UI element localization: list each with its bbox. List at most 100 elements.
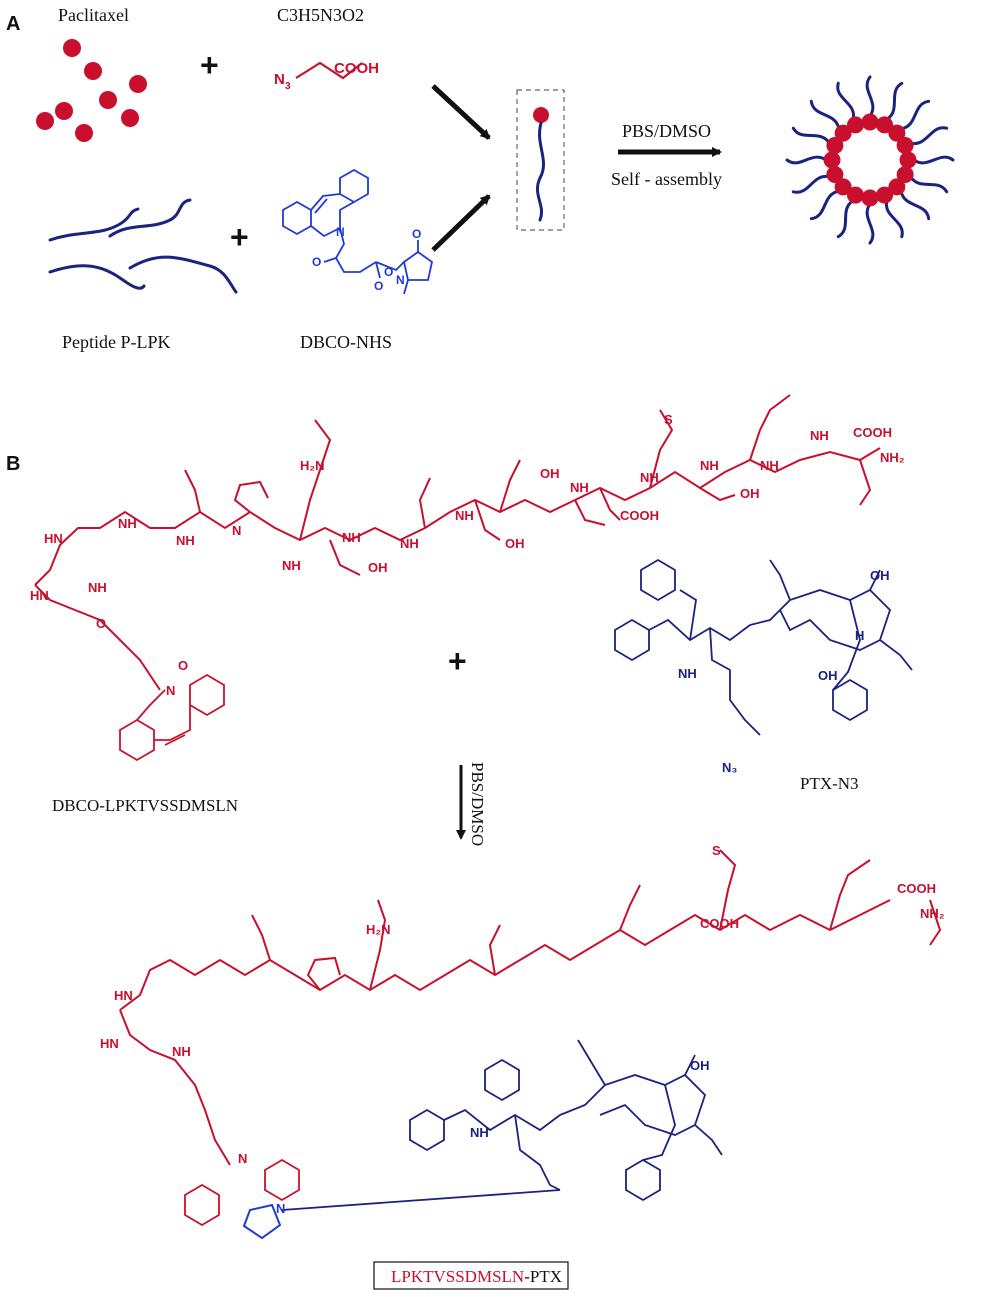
micelle-tail [912,155,955,165]
product-hn-2: HN [100,1036,119,1051]
product-s: S [712,843,721,858]
atom-oh-3: OH [540,466,560,481]
atom-nh-8: NH [570,480,589,495]
micelle-tail [885,81,904,121]
dbco-nhs-n: N [336,225,345,239]
atom-nh-2: NH [176,533,195,548]
ptx-oh-1: OH [870,568,890,583]
peptide-chains [48,198,238,294]
product-ptx [281,1039,723,1211]
micelle-head [834,178,852,196]
micelle-head [826,166,844,184]
product-hn-1: HN [114,988,133,1003]
panel-a-label: A [6,13,20,35]
micelle-head [896,166,914,184]
product-n: N [238,1151,247,1166]
panel-b: B NH NH HN [6,394,945,1290]
micelle-tail [899,99,931,131]
product-nh-1: NH [172,1044,191,1059]
product-nh2: NH₂ [920,906,945,921]
atom-o-1: O [96,616,106,631]
paclitaxel-label: Paclitaxel [58,5,129,25]
micelle-tail [865,75,875,118]
conjugate-ptx-head [533,107,549,123]
atom-oh-4: OH [740,486,760,501]
atom-nh-11: NH [760,458,779,473]
micelle-tail [809,189,841,221]
micelle-head [826,136,844,154]
micelle-tail [809,99,841,131]
ptx-nh: NH [678,666,697,681]
atom-n-dbco: N [166,683,175,698]
atom-hn-2: HN [30,588,49,603]
micelle-head [861,189,879,207]
azide-n-subscript: 3 [285,81,291,92]
micelle-tail [909,175,949,194]
plus-sign-a1: + [200,47,219,83]
atom-n-pro: N [232,523,241,538]
reactant-right-label: PTX-N3 [800,774,859,793]
dbco-nhs-o3: O [384,265,393,279]
conjugate-box [516,89,565,231]
micelle-head [899,151,917,169]
micelle-tail [785,155,828,165]
azide-n-symbol: N [274,71,285,88]
atom-nh-5: NH [342,530,361,545]
condition-b: PBS/DMSO [468,762,487,846]
atom-nh-4: NH [282,558,301,573]
ptx-n3-structure [614,558,913,736]
micelle-head [846,116,864,134]
dbco-nhs-atoms: N O O O O N [312,225,421,293]
product-triazole-n: N [276,1201,285,1216]
product-cooh-2: COOH [897,881,936,896]
product-atoms: H₂N COOH COOH NH₂ S HN HN NH N N NH OH [100,843,945,1216]
product-ptx-nh: NH [470,1125,489,1140]
dbco-peptide-structure [34,394,881,691]
micelle-head [823,151,841,169]
condition-top: PBS/DMSO [622,121,711,141]
panel-a: A Paclitaxel + C3H5N3O2 N 3 COOH [6,5,955,352]
micelle-head [846,186,864,204]
arrow-down-right [431,84,491,140]
azide-acid-cooh: COOH [334,60,379,77]
ptx-n3-atoms: N₃ OH OH NH H [678,568,890,775]
micelle-tail [909,126,949,145]
ptx-h: H [855,628,864,643]
dbco-nhs-o2: O [374,279,383,293]
micelle-tail [836,199,855,239]
atom-cooh-1: COOH [620,508,659,523]
atom-nh-3: NH [88,580,107,595]
dbco-nhs-o4: O [412,227,421,241]
micelle-head [876,186,894,204]
ptx-oh-2: OH [818,668,838,683]
product-rings [184,1158,300,1227]
atom-s: S [664,412,673,427]
atom-oh-2: OH [505,536,525,551]
product-label-linker: -PTX [524,1267,562,1286]
plus-sign-a2: + [230,219,249,255]
atom-cooh-2: COOH [853,425,892,440]
panel-b-label: B [6,453,20,475]
azide-acid-label: C3H5N3O2 [277,5,364,25]
atom-hn-1: HN [44,531,63,546]
micelle-tail [885,199,904,239]
dbco-nhs-o1: O [312,255,321,269]
atom-nh2: NH₂ [880,450,905,465]
micelle-tail [899,189,931,221]
micelle-tail [791,175,831,194]
atom-nh-9: NH [640,470,659,485]
atom-o-2: O [178,658,188,673]
product-label: LPKTVSSDMSLN-PTX [391,1267,562,1286]
atom-nh-1: NH [118,516,137,531]
atom-h2n: H₂N [300,458,325,473]
atom-nh-7: NH [455,508,474,523]
atom-nh-12: NH [810,428,829,443]
micelle-head [834,124,852,142]
product-cooh-1: COOH [700,916,739,931]
micelle-head [888,178,906,196]
peptide-atom-labels: NH NH HN HN NH N N H₂N NH NH NH NH NH NH… [30,412,905,698]
product-h2n: H₂N [366,922,391,937]
atom-nh-6: NH [400,536,419,551]
micelle-head [861,113,879,131]
